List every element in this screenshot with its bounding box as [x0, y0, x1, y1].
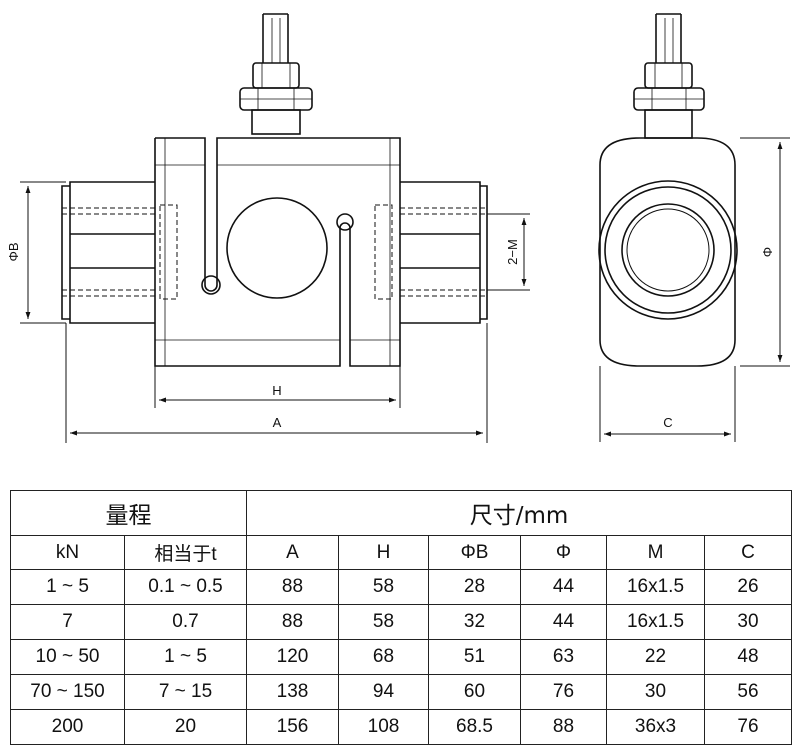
table-cell: 36x3 — [606, 709, 705, 745]
table-cell: 94 — [338, 674, 429, 710]
table-column-header: kN 相当于t A H ΦB Φ M C — [10, 535, 792, 570]
table-row: 200 20 156 108 68.5 88 36x3 76 — [10, 709, 792, 745]
table-cell: 63 — [520, 639, 607, 675]
column-header-h: H — [338, 535, 429, 570]
table-row: 1 ~ 5 0.1 ~ 0.5 88 58 28 44 16x1.5 26 — [10, 569, 792, 605]
table-cell: 88 — [246, 604, 339, 640]
table-cell: 76 — [704, 709, 792, 745]
table-cell: 16x1.5 — [606, 604, 705, 640]
table-cell: 0.7 — [124, 604, 247, 640]
group-size-header: 尺寸/mm — [246, 490, 792, 536]
table-cell: 56 — [704, 674, 792, 710]
table-cell: 156 — [246, 709, 339, 745]
table-cell: 48 — [704, 639, 792, 675]
table-cell: 1 ~ 5 — [124, 639, 247, 675]
table-cell: 20 — [124, 709, 247, 745]
group-range-header: 量程 — [10, 490, 247, 536]
column-header-c: C — [704, 535, 792, 570]
table-cell: 10 ~ 50 — [10, 639, 125, 675]
table-cell: 200 — [10, 709, 125, 745]
front-right-rod-end — [374, 181, 488, 324]
table-cell: 30 — [704, 604, 792, 640]
table-cell: 70 ~ 150 — [10, 674, 125, 710]
table-cell: 138 — [246, 674, 339, 710]
table-cell: 7 — [10, 604, 125, 640]
label-a: A — [273, 415, 282, 430]
technical-drawing: ΦB 2−M H A — [6, 13, 790, 443]
table-group-header: 量程 尺寸/mm — [10, 490, 792, 536]
side-cable — [655, 13, 682, 63]
label-phi-b: ΦB — [6, 242, 21, 261]
table-row: 10 ~ 50 1 ~ 5 120 68 51 63 22 48 — [10, 639, 792, 675]
table-cell: 76 — [520, 674, 607, 710]
table-cell: 0.1 ~ 0.5 — [124, 569, 247, 605]
table-cell: 44 — [520, 604, 607, 640]
table-cell: 120 — [246, 639, 339, 675]
table-row: 7 0.7 88 58 32 44 16x1.5 30 — [10, 604, 792, 640]
side-view — [598, 13, 738, 367]
side-dimensions — [599, 137, 790, 442]
front-view — [61, 13, 488, 367]
table-cell: 1 ~ 5 — [10, 569, 125, 605]
table-cell: 58 — [338, 569, 429, 605]
label-phi: Φ — [760, 247, 775, 257]
table-cell: 44 — [520, 569, 607, 605]
side-cable-gland — [633, 62, 705, 139]
table-cell: 26 — [704, 569, 792, 605]
front-cable-gland — [239, 62, 313, 135]
table-row: 70 ~ 150 7 ~ 15 138 94 60 76 30 56 — [10, 674, 792, 710]
table-cell: 30 — [606, 674, 705, 710]
spec-table: 量程 尺寸/mm kN 相当于t A H ΦB Φ M C 1 ~ 5 0.1 … — [10, 490, 792, 745]
table-cell: 108 — [338, 709, 429, 745]
table-cell: 32 — [428, 604, 521, 640]
front-body — [154, 137, 401, 367]
column-header-phi-b: ΦB — [428, 535, 521, 570]
label-c: C — [663, 415, 672, 430]
front-dimensions — [20, 181, 530, 443]
table-cell: 51 — [428, 639, 521, 675]
table-cell: 28 — [428, 569, 521, 605]
label-h: H — [272, 383, 281, 398]
front-left-rod-end — [61, 181, 178, 324]
column-header-kn: kN — [10, 535, 125, 570]
table-cell: 88 — [246, 569, 339, 605]
column-header-t: 相当于t — [124, 535, 247, 570]
column-header-phi: Φ — [520, 535, 607, 570]
table-cell: 68 — [338, 639, 429, 675]
table-cell: 16x1.5 — [606, 569, 705, 605]
front-cable — [262, 13, 289, 63]
label-2-m: 2−M — [505, 239, 520, 265]
table-cell: 22 — [606, 639, 705, 675]
table-cell: 60 — [428, 674, 521, 710]
table-cell: 58 — [338, 604, 429, 640]
table-cell: 68.5 — [428, 709, 521, 745]
side-body — [598, 137, 738, 367]
column-header-a: A — [246, 535, 339, 570]
table-cell: 7 ~ 15 — [124, 674, 247, 710]
table-cell: 88 — [520, 709, 607, 745]
column-header-m: M — [606, 535, 705, 570]
